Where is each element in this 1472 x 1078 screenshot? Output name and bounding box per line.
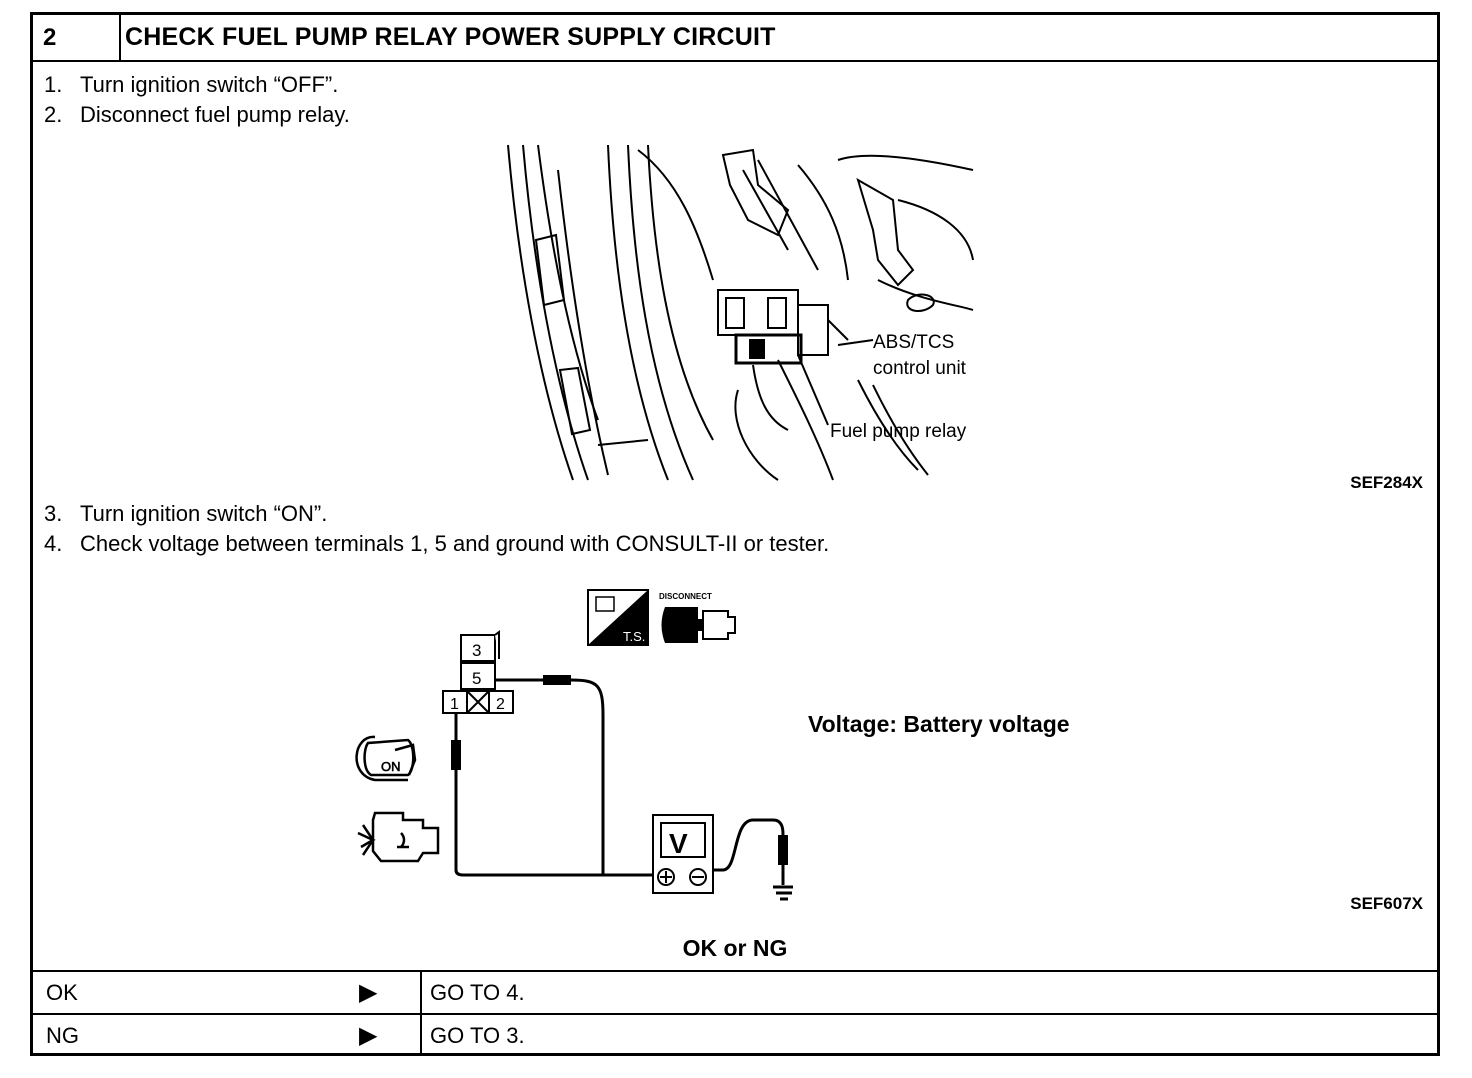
relay-terminal-block (442, 630, 514, 714)
step-index: 2. (44, 102, 63, 127)
step-index: 3. (44, 501, 63, 526)
step-number: 2 (33, 15, 121, 60)
step-text: Turn ignition switch “OFF”. (80, 72, 339, 97)
instruction-step: 1. Turn ignition switch “OFF”. (44, 72, 338, 98)
abs-tcs-label: ABS/TCS (873, 332, 954, 353)
ts-icon: T.S. (587, 589, 649, 646)
terminal-5: 5 (472, 669, 481, 688)
terminal-3: 3 (472, 641, 481, 660)
relay-location-illustration: ABS/TCS control unit Fuel pump relay (507, 144, 974, 481)
result-key: NG (46, 1023, 79, 1048)
arrow-icon: ▶ (359, 1022, 378, 1049)
disconnect-label: DISCONNECT (659, 592, 712, 601)
procedure-header: 2 CHECK FUEL PUMP RELAY POWER SUPPLY CIR… (33, 15, 1437, 62)
result-action: GO TO 4. (420, 972, 525, 1013)
instruction-step: 3. Turn ignition switch “ON”. (44, 501, 327, 527)
arrow-icon: ▶ (359, 979, 378, 1006)
terminal-2: 2 (496, 696, 505, 713)
step-index: 4. (44, 531, 63, 556)
result-row-ng: NG ▶ GO TO 3. (33, 1013, 1437, 1056)
voltage-check-diagram: T.S. DISCONNECT 3 5 1 2 (355, 589, 793, 901)
result-row-ok: OK ▶ GO TO 4. (33, 970, 1437, 1013)
figure-code: SEF607X (1350, 894, 1423, 913)
meter-label: V (669, 828, 688, 859)
step-index: 1. (44, 72, 63, 97)
engine-icon (357, 811, 440, 863)
result-key: OK (46, 980, 78, 1005)
disconnect-icon: DISCONNECT (659, 592, 736, 643)
fuel-pump-relay-label: Fuel pump relay (830, 421, 967, 442)
step-text: Turn ignition switch “ON”. (80, 501, 328, 526)
voltmeter: V (652, 814, 714, 894)
step-text: Check voltage between terminals 1, 5 and… (80, 531, 830, 556)
procedure-table: 2 CHECK FUEL PUMP RELAY POWER SUPPLY CIR… (30, 12, 1440, 1056)
ts-label: T.S. (623, 629, 645, 644)
terminal-1: 1 (450, 696, 459, 713)
procedure-title: CHECK FUEL PUMP RELAY POWER SUPPLY CIRCU… (125, 23, 776, 51)
result-action: GO TO 3. (420, 1015, 525, 1056)
instruction-step: 4. Check voltage between terminals 1, 5 a… (44, 531, 829, 557)
ignition-key-icon: ON (355, 735, 417, 782)
step-text: Disconnect fuel pump relay. (80, 102, 350, 127)
key-on-label: ON (381, 759, 401, 774)
result-title: OK or NG (682, 935, 788, 961)
voltage-spec: Voltage: Battery voltage (808, 711, 1070, 737)
figure-code: SEF284X (1350, 473, 1423, 492)
instruction-step: 2. Disconnect fuel pump relay. (44, 102, 350, 128)
control-unit-label: control unit (873, 358, 967, 379)
